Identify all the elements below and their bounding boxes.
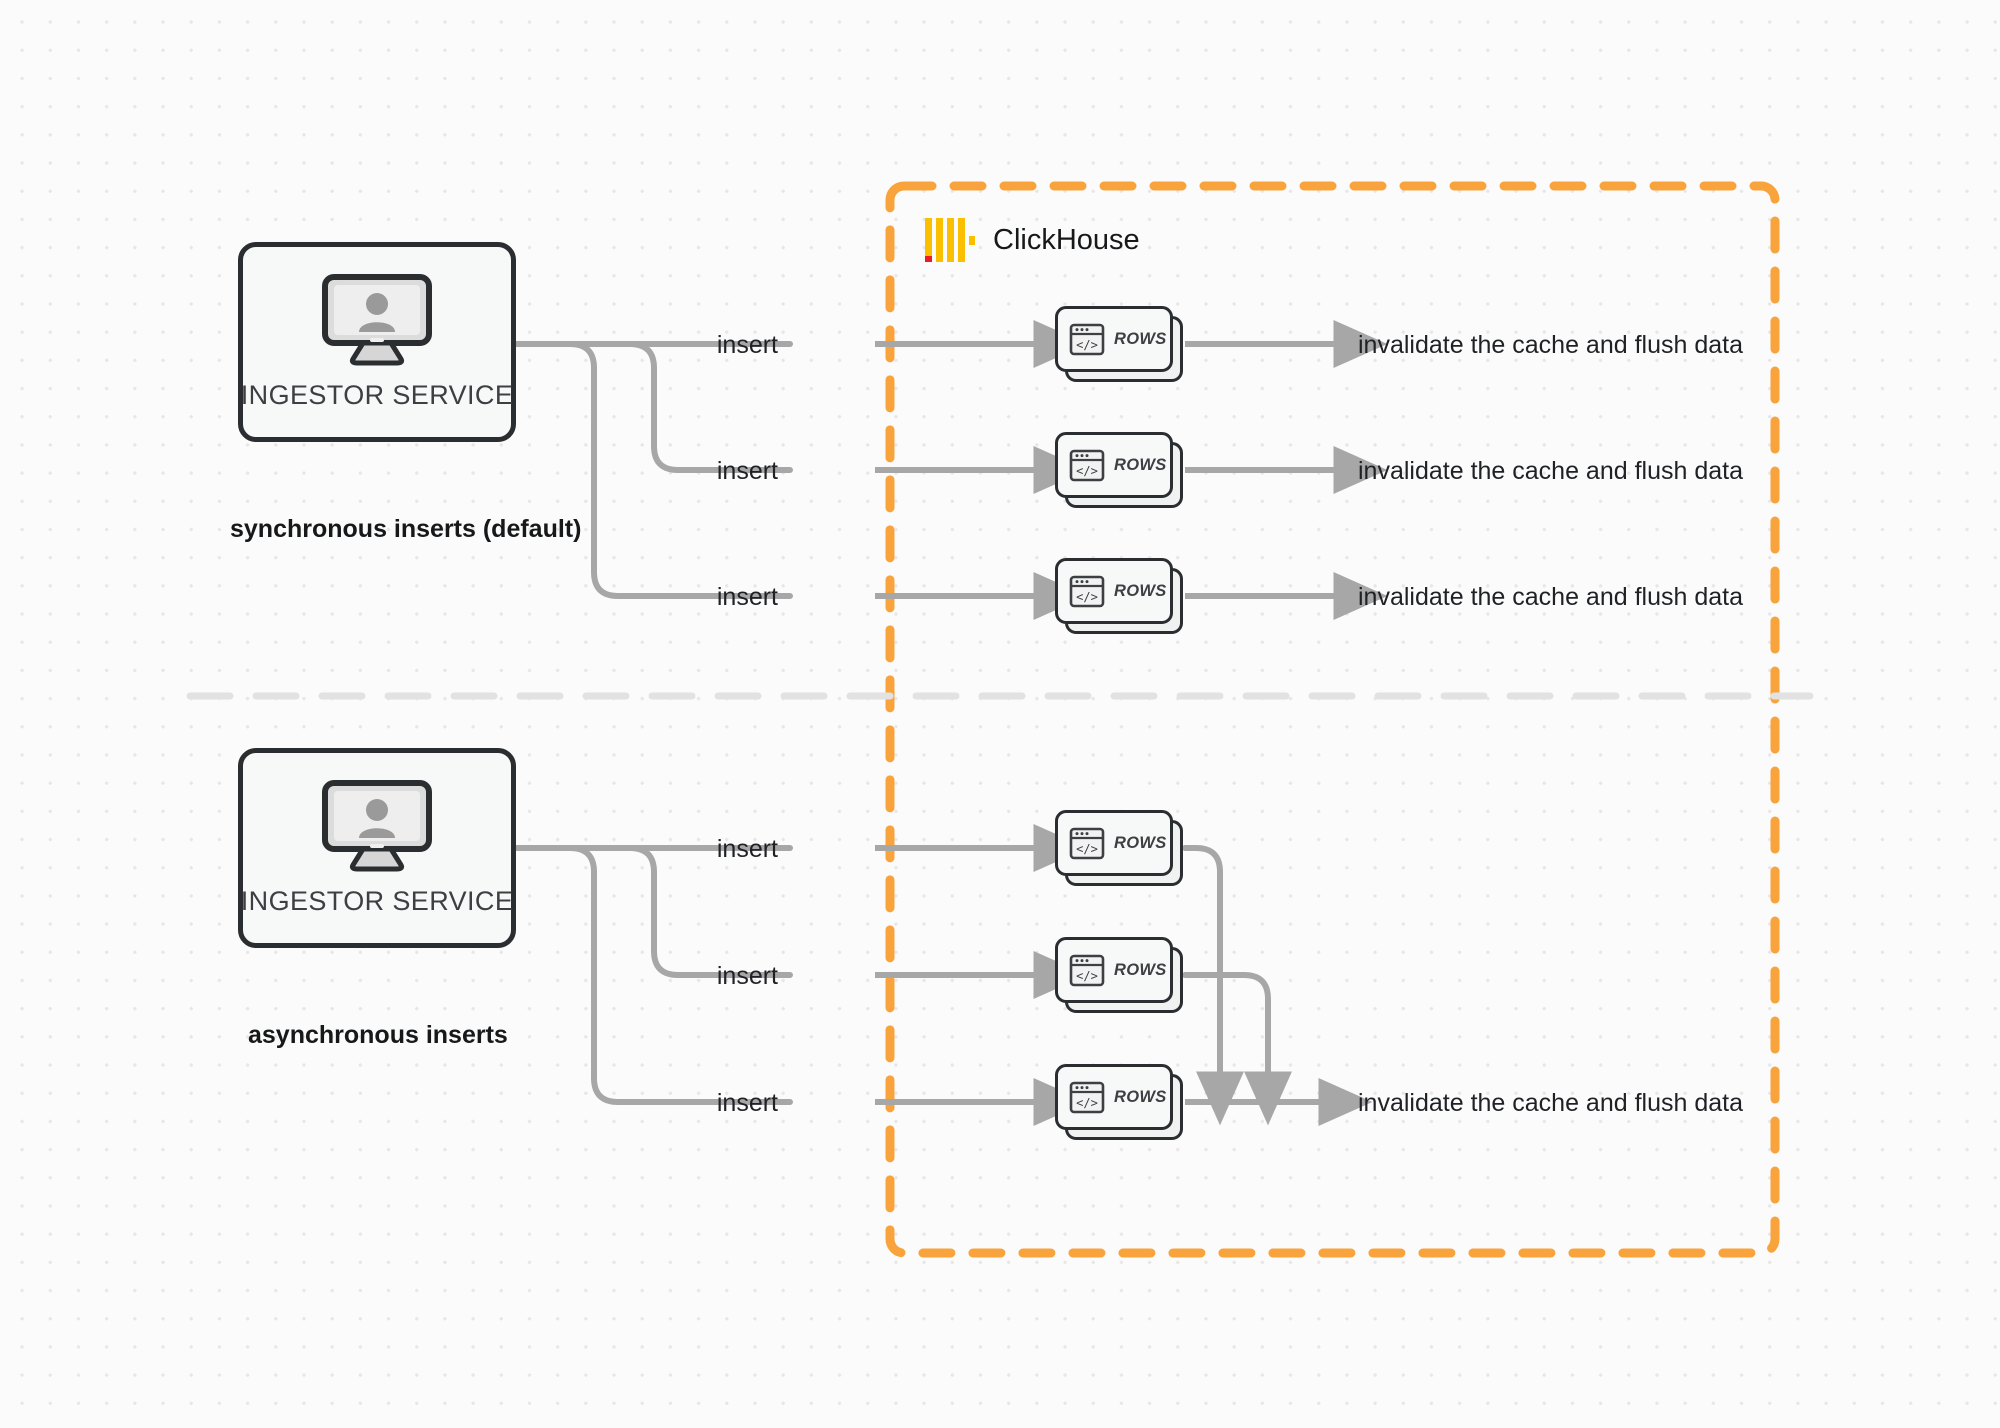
insert-label-sync-2: insert xyxy=(716,457,778,485)
rows-card-front: </> ROWS xyxy=(1055,432,1173,498)
sync-branch-lane-3 xyxy=(513,341,793,599)
monitor-user-icon xyxy=(322,779,432,871)
async-branch-lane-2 xyxy=(513,845,793,978)
clickhouse-logo-icon xyxy=(925,218,975,262)
insert-label-async-2: insert xyxy=(716,962,778,990)
ingestor-service-async[interactable]: INGESTOR SERVICE xyxy=(238,748,516,948)
rows-card-label: ROWS xyxy=(1114,1087,1167,1106)
code-window-icon: </> xyxy=(1069,323,1105,355)
caption-synchronous: synchronous inserts (default) xyxy=(230,515,582,543)
rows-card-label: ROWS xyxy=(1114,581,1167,600)
insert-label-async-1: insert xyxy=(716,835,778,863)
rows-card-sync-3[interactable]: </> ROWS xyxy=(1055,558,1183,634)
async-branch-lane-3 xyxy=(513,845,793,1105)
rows-card-label: ROWS xyxy=(1114,960,1167,979)
rows-card-front: </> ROWS xyxy=(1055,810,1173,876)
flush-label-sync-2: invalidate the cache and flush data xyxy=(1358,457,1743,485)
svg-text:</>: </> xyxy=(1076,969,1098,983)
clickhouse-brand: ClickHouse xyxy=(925,218,1140,262)
flush-label-sync-3: invalidate the cache and flush data xyxy=(1358,583,1743,611)
rows-card-async-1[interactable]: </> ROWS xyxy=(1055,810,1183,886)
insert-label-sync-1: insert xyxy=(716,331,778,359)
caption-asynchronous: asynchronous inserts xyxy=(248,1021,508,1049)
code-window-icon: </> xyxy=(1069,954,1105,986)
rows-card-label: ROWS xyxy=(1114,329,1167,348)
code-window-icon: </> xyxy=(1069,1081,1105,1113)
rows-card-front: </> ROWS xyxy=(1055,306,1173,372)
rows-card-async-3[interactable]: </> ROWS xyxy=(1055,1064,1183,1140)
clickhouse-boundary xyxy=(885,181,1780,1258)
rows-card-sync-1[interactable]: </> ROWS xyxy=(1055,306,1183,382)
insert-label-async-3: insert xyxy=(716,1089,778,1117)
ingestor-service-sync[interactable]: INGESTOR SERVICE xyxy=(238,242,516,442)
rows-card-label: ROWS xyxy=(1114,455,1167,474)
monitor-user-icon xyxy=(322,273,432,365)
code-window-icon: </> xyxy=(1069,449,1105,481)
rows-card-label: ROWS xyxy=(1114,833,1167,852)
ingestor-service-async-label: INGESTOR SERVICE xyxy=(240,885,514,916)
code-window-icon: </> xyxy=(1069,575,1105,607)
svg-text:</>: </> xyxy=(1076,464,1098,478)
code-window-icon: </> xyxy=(1069,827,1105,859)
rows-card-async-2[interactable]: </> ROWS xyxy=(1055,937,1183,1013)
flush-label-sync-1: invalidate the cache and flush data xyxy=(1358,331,1743,359)
sync-branch-lane-2 xyxy=(513,341,793,473)
svg-text:</>: </> xyxy=(1076,842,1098,856)
insert-label-sync-3: insert xyxy=(716,583,778,611)
svg-text:</>: </> xyxy=(1076,590,1098,604)
svg-text:</>: </> xyxy=(1076,1096,1098,1110)
rows-card-front: </> ROWS xyxy=(1055,558,1173,624)
rows-card-front: </> ROWS xyxy=(1055,1064,1173,1130)
async-merge-from-lane-1 xyxy=(1182,845,1244,1126)
rows-card-front: </> ROWS xyxy=(1055,937,1173,1003)
clickhouse-brand-label: ClickHouse xyxy=(993,223,1140,256)
ingestor-service-sync-label: INGESTOR SERVICE xyxy=(240,379,514,410)
svg-text:</>: </> xyxy=(1076,338,1098,352)
flush-label-async: invalidate the cache and flush data xyxy=(1358,1089,1743,1117)
async-merge-from-lane-2 xyxy=(1182,972,1292,1126)
rows-card-sync-2[interactable]: </> ROWS xyxy=(1055,432,1183,508)
